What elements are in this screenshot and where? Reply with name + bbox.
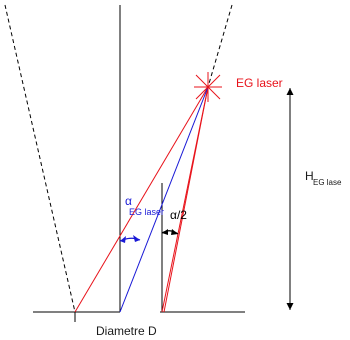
blue-beam <box>119 86 209 313</box>
red-beam-left <box>74 86 209 313</box>
diameter-label: Diametre D <box>96 324 157 338</box>
half-angle-label: α/2 <box>170 208 187 222</box>
half-angle-arrowhead-right <box>171 229 178 235</box>
source-label: EG laser <box>236 76 283 90</box>
height-label-main: H <box>305 169 314 183</box>
laser-source-star-icon <box>194 72 222 102</box>
alpha-subscript: EG laser <box>129 207 164 217</box>
alpha-arc-arrowhead-right <box>133 235 140 242</box>
red-beam-right-2 <box>163 86 209 313</box>
alpha-arc-arrowhead-left <box>120 236 126 243</box>
half-angle-arrowhead-left <box>162 229 168 235</box>
left-cone-edge-dashed <box>4 4 76 313</box>
height-label-sub: EG lase <box>313 178 342 187</box>
alpha-symbol: α <box>125 194 132 208</box>
right-cone-edge-dashed <box>207 4 233 88</box>
